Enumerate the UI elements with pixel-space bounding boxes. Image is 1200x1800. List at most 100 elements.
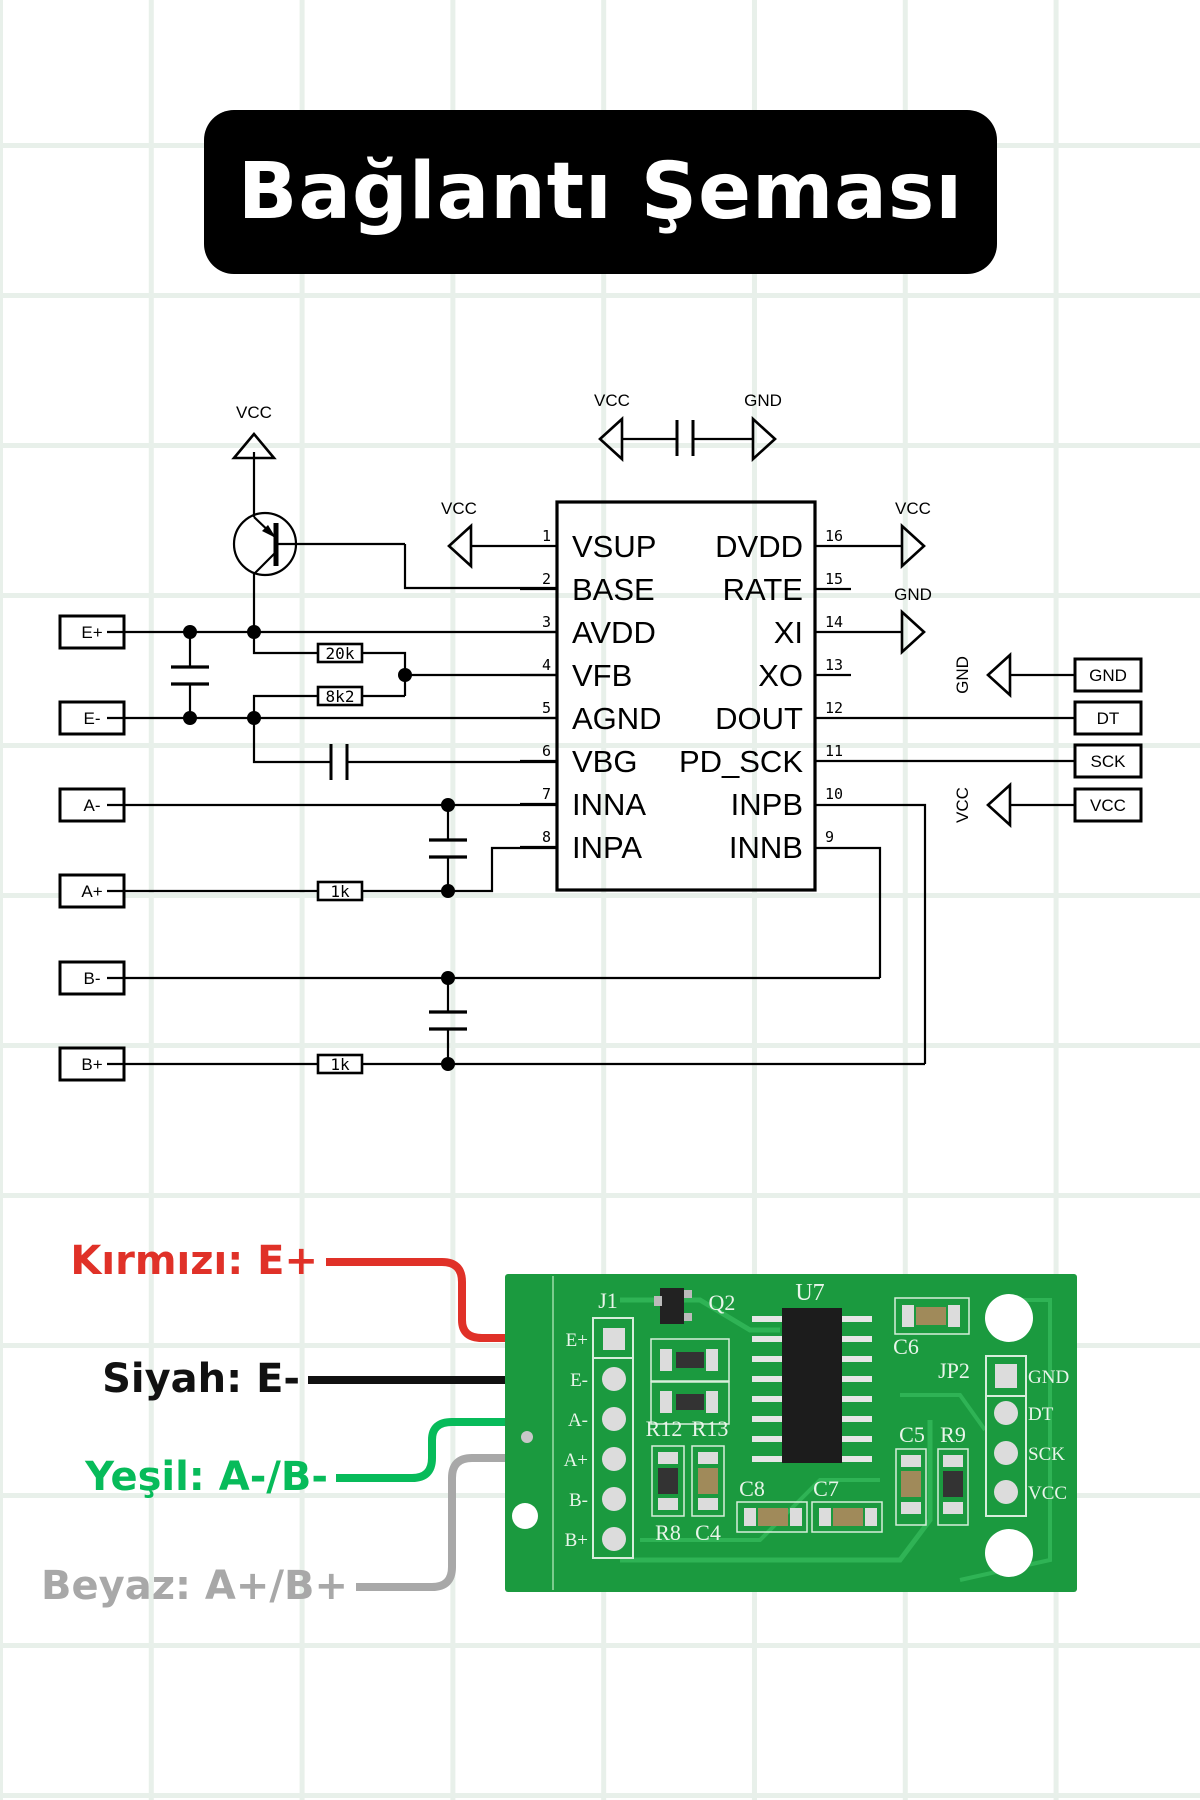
pin-name: INPB — [731, 787, 803, 822]
output-terminals: GND DT SCK VCC — [1073, 657, 1143, 823]
j1-pin-label: B+ — [565, 1530, 588, 1551]
svg-text:1k: 1k — [330, 1055, 350, 1074]
vcc-symbol-pin16: VCC — [815, 499, 931, 569]
vcc-symbol-transistor: VCC — [231, 403, 277, 460]
output-terminal: VCC — [1073, 787, 1143, 823]
u7-pin — [752, 1376, 782, 1382]
pin-number: 6 — [542, 742, 551, 760]
chip-pin-right: 10 INPB — [731, 785, 843, 822]
decoupling-capacitor: VCC GND — [594, 391, 782, 462]
pin-number: 1 — [542, 527, 551, 545]
jp2-pin-label: DT — [1028, 1404, 1054, 1425]
terminal-label: GND — [1089, 666, 1127, 685]
terminal-label: A+ — [81, 882, 102, 901]
input-terminal: B+ — [58, 1046, 126, 1082]
wire-label-black: Siyah: E- — [0, 1356, 300, 1402]
svg-text:VCC: VCC — [594, 391, 630, 410]
pin-number: 13 — [825, 656, 843, 674]
pin-number: 16 — [825, 527, 843, 545]
pin-name: INNB — [729, 830, 803, 865]
svg-text:8k2: 8k2 — [326, 687, 355, 706]
title-banner: Bağlantı Şeması — [204, 110, 997, 274]
pin-name: BASE — [572, 572, 655, 607]
u7-pin — [842, 1356, 872, 1362]
pin-name: DOUT — [715, 701, 803, 736]
pin-name: AVDD — [572, 615, 656, 650]
chip-pin-right: 12 DOUT — [715, 699, 843, 736]
chip-pin-right: 9 INNB — [729, 828, 834, 865]
svg-text:C8: C8 — [739, 1476, 765, 1501]
svg-text:R8: R8 — [655, 1520, 681, 1545]
svg-text:C4: C4 — [695, 1520, 721, 1545]
wire-red — [326, 1258, 540, 1342]
mounting-hole — [985, 1529, 1033, 1577]
output-terminal: DT — [1073, 700, 1143, 736]
pin-number: 5 — [542, 699, 551, 717]
chip-pin-right: 14 XI — [774, 613, 843, 650]
channel-a-network: 1k — [107, 798, 557, 902]
svg-text:VCC: VCC — [236, 403, 272, 422]
u7-pin — [842, 1436, 872, 1442]
jp2-pin-label: SCK — [1028, 1444, 1065, 1465]
svg-text:R12: R12 — [646, 1416, 683, 1441]
pin-name: VBG — [572, 744, 637, 779]
hx711-chip-body — [555, 500, 817, 892]
feedback-divider: 20k 8k2 — [252, 632, 557, 718]
output-terminal: GND — [1073, 657, 1143, 693]
via-hole — [521, 1431, 533, 1443]
pin-name: VSUP — [572, 529, 656, 564]
terminal-label: VCC — [1090, 796, 1126, 815]
wire-label-green: Yeşil: A-/B- — [0, 1454, 328, 1500]
pin-number: 7 — [542, 785, 551, 803]
mounting-hole — [512, 1503, 538, 1529]
svg-text:JP2: JP2 — [938, 1358, 970, 1383]
terminal-label: SCK — [1091, 752, 1127, 771]
u7-pin — [752, 1336, 782, 1342]
pin-number: 10 — [825, 785, 843, 803]
svg-text:Q2: Q2 — [709, 1290, 736, 1315]
excitation-capacitor — [171, 625, 209, 725]
svg-text:GND: GND — [744, 391, 782, 410]
u7-pin — [752, 1316, 782, 1322]
j1-pin-label: A- — [568, 1410, 588, 1431]
pin-number: 12 — [825, 699, 843, 717]
pin-number: 14 — [825, 613, 843, 631]
pin-number: 9 — [825, 828, 834, 846]
u7-pin — [842, 1416, 872, 1422]
u7-pin — [842, 1456, 872, 1462]
vcc-symbol-pin1: VCC — [441, 499, 557, 569]
wire-label-red: Kırmızı: E+ — [0, 1238, 318, 1284]
svg-text:VCC: VCC — [441, 499, 477, 518]
svg-text:GND: GND — [894, 585, 932, 604]
pin-name: PD_SCK — [679, 744, 803, 779]
pin-name: VFB — [572, 658, 632, 693]
svg-text:GND: GND — [953, 656, 972, 694]
svg-text:1k: 1k — [330, 882, 350, 901]
wire-white — [356, 1454, 540, 1591]
terminal-label: DT — [1097, 709, 1120, 728]
svg-text:U7: U7 — [795, 1280, 824, 1306]
terminal-label: E+ — [81, 623, 102, 642]
mounting-hole — [985, 1294, 1033, 1342]
pin-name: XI — [774, 615, 803, 650]
pin-number: 11 — [825, 742, 843, 760]
chip-pin-left: 6 VBG — [520, 742, 637, 779]
pin-name: XO — [758, 658, 803, 693]
chip-pin-right: 11 PD_SCK — [679, 742, 843, 779]
terminal-label: B- — [84, 969, 101, 988]
hx711-pcb-board: J1 E+E-A-A+B-B+ Q2 U7 R12 R13 R8 C4 C8 C… — [505, 1274, 1077, 1592]
u7-pin — [752, 1356, 782, 1362]
chip-pin-right: 13 XO — [758, 656, 843, 693]
pin-name: RATE — [723, 572, 803, 607]
page-title: Bağlantı Şeması — [237, 147, 964, 237]
transistor-q — [232, 452, 557, 632]
u7-pin — [842, 1376, 872, 1382]
svg-text:C6: C6 — [893, 1334, 919, 1359]
